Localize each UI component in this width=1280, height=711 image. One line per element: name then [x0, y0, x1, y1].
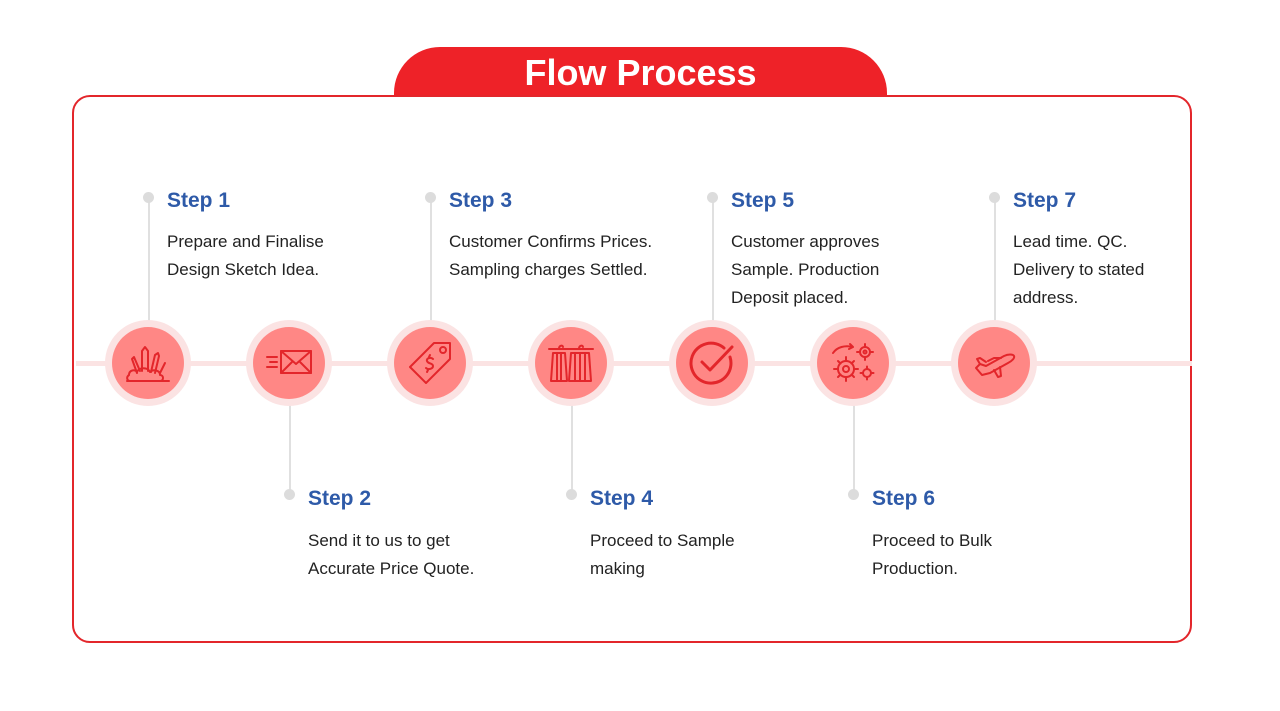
- step-3-description: Customer Confirms Prices. Sampling charg…: [449, 232, 653, 279]
- checkmark-icon: [689, 341, 734, 385]
- step-1-node: [105, 320, 191, 406]
- design-tools-icon: [126, 346, 170, 382]
- step-4-label: Step 4: [590, 487, 654, 510]
- step-6-description: Proceed to Bulk Production.: [872, 531, 993, 578]
- step-4-description: Proceed to Sample making: [590, 531, 735, 578]
- step-1-label: Step 1: [167, 189, 231, 212]
- step-7-description: Lead time. QC. Delivery to stated addres…: [1013, 232, 1145, 307]
- step-2-dot: [284, 489, 295, 500]
- step-7-dot: [989, 192, 1000, 203]
- clothes-rack-icon: [548, 344, 594, 382]
- step-6-connector: [853, 405, 855, 495]
- envelope-icon: [266, 350, 312, 374]
- page-title: Flow Process: [524, 52, 757, 93]
- step-2-description: Send it to us to get Accurate Price Quot…: [308, 531, 475, 578]
- timeline-track: [76, 361, 1192, 366]
- step-5-description: Customer approves Sample. Production Dep…: [731, 232, 880, 307]
- step-3-connector: [430, 198, 432, 322]
- step-1-description: Prepare and Finalise Design Sketch Idea.: [167, 232, 324, 279]
- step-6-node: [810, 320, 896, 406]
- step-2-label: Step 2: [308, 487, 372, 510]
- gears-icon: [832, 343, 875, 382]
- step-5-connector: [712, 198, 714, 322]
- step-2-connector: [289, 405, 291, 495]
- step-3-dot: [425, 192, 436, 203]
- step-7-label: Step 7: [1013, 189, 1077, 212]
- step-4-dot: [566, 489, 577, 500]
- step-5-label: Step 5: [731, 189, 795, 212]
- step-7-connector: [994, 198, 996, 322]
- price-tag-icon: [409, 342, 451, 384]
- step-1-connector: [148, 198, 150, 322]
- step-2-node: [246, 320, 332, 406]
- airplane-icon: [975, 353, 1016, 378]
- step-5-dot: [707, 192, 718, 203]
- step-1-dot: [143, 192, 154, 203]
- step-3-node: [387, 320, 473, 406]
- step-6-label: Step 6: [872, 487, 936, 510]
- step-4-node: [528, 320, 614, 406]
- step-7-node: [951, 320, 1037, 406]
- step-4-connector: [571, 405, 573, 495]
- step-6-dot: [848, 489, 859, 500]
- step-3-label: Step 3: [449, 189, 513, 212]
- step-5-node: [669, 320, 755, 406]
